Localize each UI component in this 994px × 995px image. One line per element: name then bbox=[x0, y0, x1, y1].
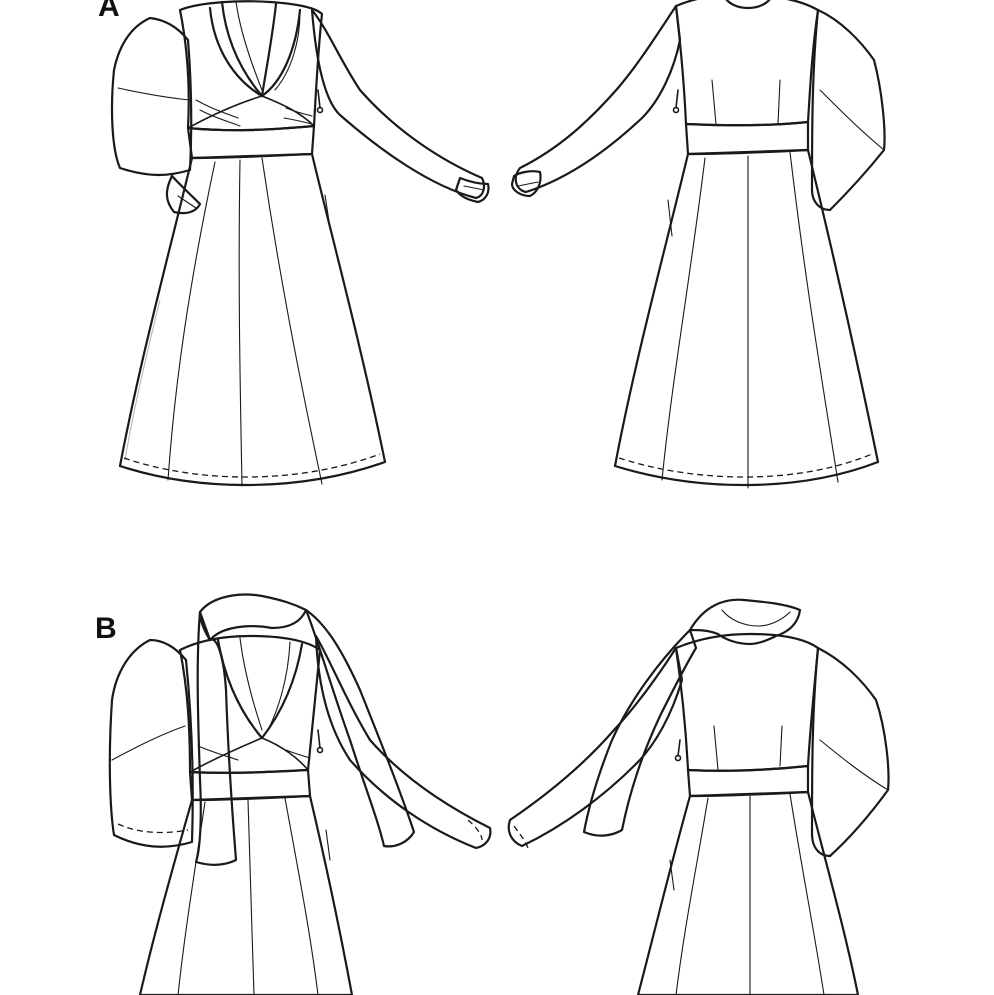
view-b-front-scarf-left-tail bbox=[194, 610, 238, 866]
view-b-back-scarf-tail bbox=[582, 628, 698, 837]
view-a-back-bodice bbox=[674, 0, 820, 127]
view-b-front-waistband bbox=[188, 768, 312, 802]
view-b-back-right-sleeve bbox=[810, 646, 890, 858]
view-b-front-scarf-collar bbox=[198, 593, 308, 642]
view-a-front-skirt bbox=[118, 152, 387, 487]
view-b-back-skirt bbox=[636, 790, 860, 995]
view-label-a: A bbox=[98, 0, 120, 23]
view-a-back-left-cuff bbox=[510, 170, 542, 198]
view-b-front-skirt bbox=[138, 794, 354, 995]
view-b-front-dress bbox=[108, 593, 492, 995]
view-b-back-dress bbox=[507, 598, 890, 995]
view-a-back-right-sleeve bbox=[810, 8, 886, 212]
view-a-front-bodice bbox=[178, 0, 324, 132]
view-a-front-dress bbox=[110, 0, 490, 487]
view-b-front-left-sleeve bbox=[108, 638, 194, 848]
view-a-back-left-sleeve bbox=[514, 4, 682, 194]
view-a-back-dress bbox=[510, 0, 886, 489]
view-b-back-collar bbox=[688, 598, 802, 646]
view-a-front-left-sleeve bbox=[110, 16, 193, 177]
view-a-front-right-sleeve bbox=[310, 8, 486, 200]
view-b-front-right-sleeve bbox=[314, 634, 492, 850]
view-a-front-right-cuff bbox=[454, 176, 490, 204]
view-b-back-left-sleeve bbox=[507, 646, 684, 848]
view-a-front-left-cuff bbox=[165, 174, 202, 215]
view-b-front-bodice bbox=[178, 634, 322, 774]
view-label-b: B bbox=[95, 612, 117, 645]
view-a-back-waistband bbox=[684, 120, 810, 156]
view-a-back-skirt bbox=[613, 148, 880, 487]
view-b-back-bodice bbox=[674, 632, 820, 772]
view-b-front-scarf-right-tail bbox=[304, 608, 416, 848]
